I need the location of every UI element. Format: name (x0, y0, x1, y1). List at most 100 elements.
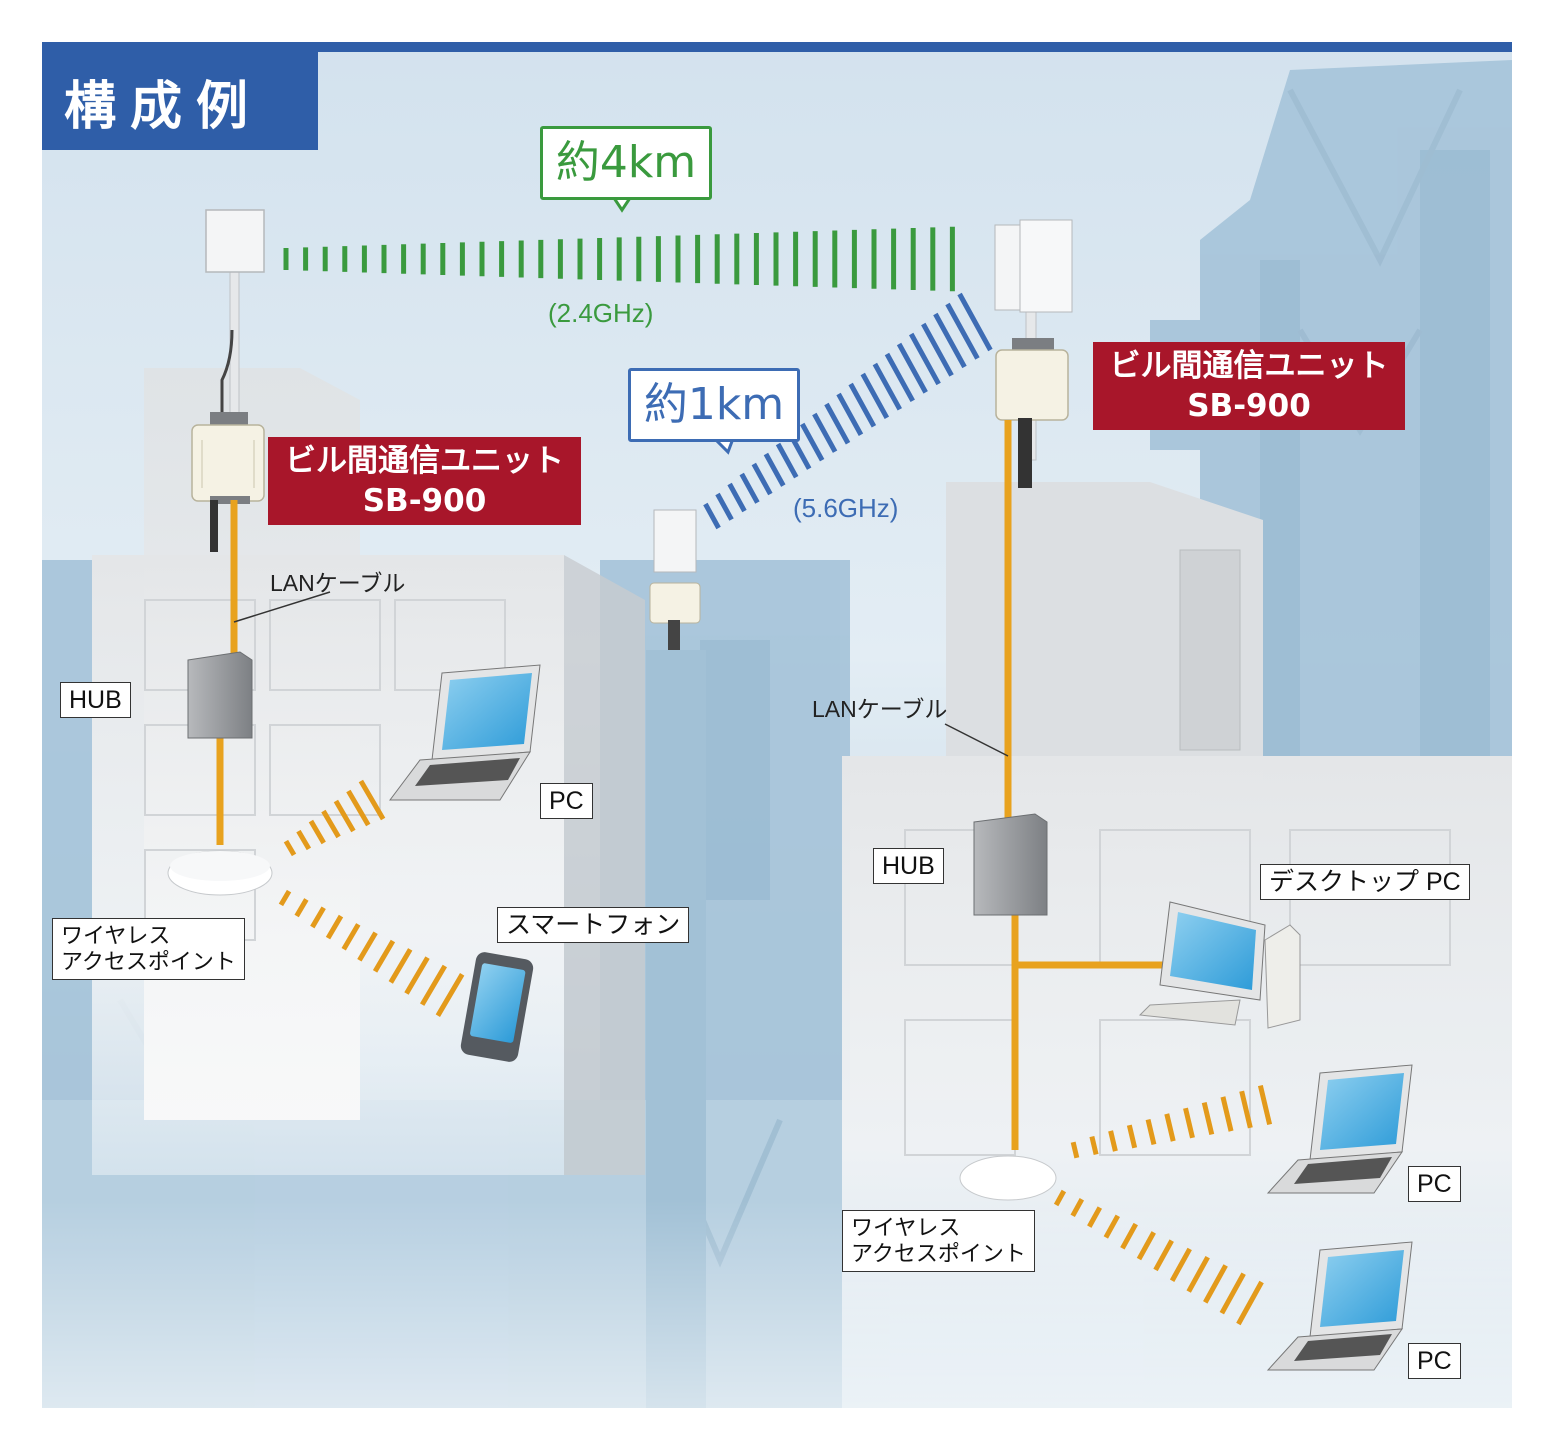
hub-icon (187, 651, 253, 739)
wifi-wave (1220, 1096, 1234, 1132)
link-5-6ghz (703, 292, 993, 530)
freq-label-2-4ghz: (2.4GHz) (548, 298, 654, 328)
wifi-wave (278, 889, 292, 907)
lan-cable-label-left: LANケーブル (270, 570, 406, 596)
hub-label-right: HUB (873, 848, 944, 884)
wifi-wave (372, 939, 396, 973)
unit-name: ビル間通信ユニット (285, 443, 564, 479)
freq-label-5-6ghz: (5.6GHz) (793, 493, 899, 523)
wifi-wave (1153, 1239, 1174, 1272)
lan-cable-left (216, 500, 238, 845)
signal-dash (800, 422, 825, 462)
wifi-wave (341, 923, 361, 951)
signal-dash (751, 462, 773, 496)
outdoor-unit-icon (995, 338, 1069, 488)
access-point-icon (959, 1155, 1057, 1201)
signal-dash (763, 452, 786, 487)
antenna-panel-icon (649, 509, 701, 650)
wifi-wave (1108, 1130, 1118, 1152)
smartphone-icon (460, 952, 534, 1062)
signal-dash (812, 412, 838, 453)
unit-label-right: ビル間通信ユニット SB-900 (1093, 342, 1405, 430)
wifi-wave (358, 779, 386, 821)
wifi-wave (346, 789, 371, 827)
signal-dash (715, 492, 734, 521)
wifi-wave (325, 914, 344, 940)
wifi-waves-right (1053, 1084, 1273, 1326)
hub-icon (973, 813, 1048, 916)
pc-label-right-1: PC (1408, 1166, 1461, 1202)
signal-dash (896, 342, 928, 394)
wifi-wave (1070, 1141, 1080, 1159)
wifi-wave (1053, 1189, 1067, 1207)
lan-cable-right (1004, 420, 1165, 1150)
signal-dash (836, 392, 864, 436)
top-border (42, 42, 1512, 52)
signal-dash (921, 322, 954, 377)
lan-cable-label-right: LANケーブル (812, 696, 948, 722)
wifi-wave (294, 898, 309, 918)
wifi-wave (1239, 1090, 1253, 1129)
wifi-wave (1136, 1231, 1156, 1261)
leader-line (233, 591, 331, 623)
distance-bubble-4km: 約4km (540, 126, 712, 200)
signal-dash (703, 502, 721, 530)
signal-dash (908, 332, 941, 386)
wifi-wave (1257, 1084, 1273, 1126)
page-title: 構成例 (42, 52, 318, 150)
signal-dash (860, 372, 890, 420)
antenna-panel-icon (205, 209, 265, 273)
wifi-wave (1219, 1272, 1246, 1315)
unit-name: ビル間通信ユニット (1109, 348, 1389, 384)
wifi-wave (435, 973, 465, 1017)
distance-bubble-1km: 約1km (628, 368, 800, 442)
wifi-wave (388, 948, 413, 984)
bottom-fade (42, 1200, 1512, 1408)
leader-line (944, 723, 1009, 757)
wifi-wave (419, 964, 448, 1006)
unit-label-left: ビル間通信ユニット SB-900 (268, 437, 581, 525)
wifi-wave (1186, 1255, 1210, 1293)
unit-model: SB-900 (362, 483, 487, 519)
access-point-label-right: ワイヤレス アクセスポイント (842, 1210, 1035, 1272)
signal-dash (824, 402, 851, 445)
wifi-waves-left (278, 779, 465, 1017)
unit-model: SB-900 (1187, 388, 1311, 424)
wifi-wave (1169, 1247, 1192, 1282)
wifi-wave (1089, 1135, 1099, 1156)
signal-dash (848, 382, 877, 428)
wifi-wave (1126, 1124, 1138, 1149)
wifi-wave (333, 799, 356, 833)
desktop-pc-label: デスクトップ PC (1260, 864, 1470, 900)
wifi-wave (1120, 1222, 1138, 1250)
laptop-icon (1266, 1241, 1413, 1371)
pc-label-left: PC (540, 783, 593, 819)
signal-dash (727, 482, 747, 513)
laptop-icon (1266, 1064, 1413, 1194)
wifi-wave (283, 839, 297, 857)
wifi-wave (308, 819, 326, 845)
wifi-wave (1087, 1206, 1103, 1228)
signal-dash (775, 442, 799, 479)
access-point-icon (167, 850, 273, 896)
wifi-wave (1145, 1118, 1157, 1146)
wifi-wave (1070, 1198, 1085, 1218)
wifi-wave (310, 906, 326, 929)
wifi-wave (1183, 1107, 1195, 1139)
wifi-wave (357, 931, 378, 962)
signal-dash (872, 362, 902, 411)
laptop-icon (389, 664, 541, 801)
wifi-wave (1236, 1280, 1264, 1326)
signal-dash (933, 312, 967, 369)
desktop-pc-icon (1138, 901, 1301, 1029)
signal-dash (945, 302, 980, 360)
outdoor-unit-icon (191, 412, 265, 552)
wifi-wave (321, 809, 341, 839)
wifi-wave (404, 956, 430, 995)
wifi-wave (296, 829, 312, 851)
antenna-cable (220, 329, 234, 420)
smartphone-label: スマートフォン (497, 907, 690, 943)
access-point-label-left: ワイヤレス アクセスポイント (52, 918, 245, 980)
